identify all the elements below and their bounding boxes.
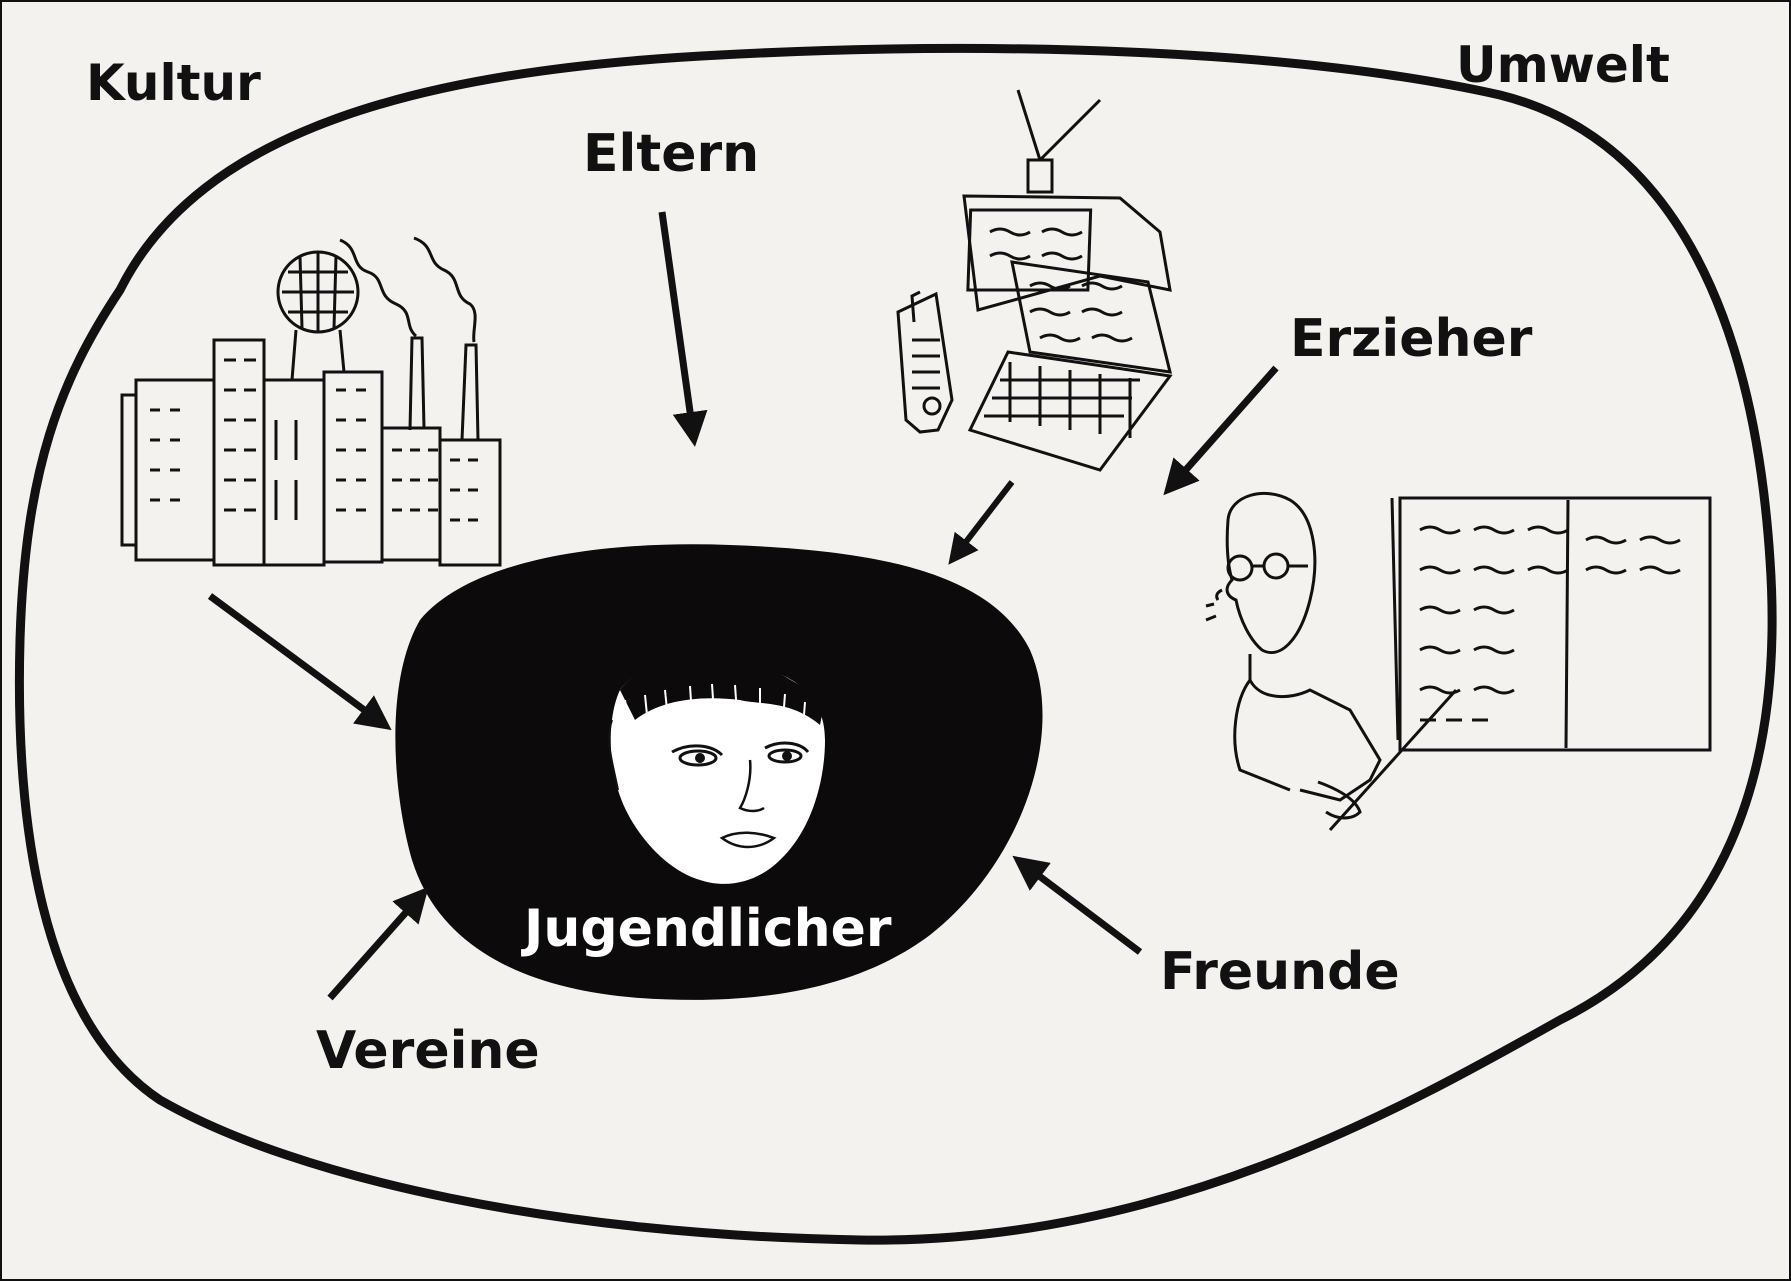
label-umwelt: Umwelt (1456, 36, 1670, 94)
label-erzieher: Erzieher (1290, 309, 1533, 369)
teacher-board-icon (1205, 491, 1712, 832)
arrow-kultur (207, 593, 392, 731)
arrow-vereine (327, 886, 429, 1001)
girl-face-icon (608, 657, 825, 884)
label-vereine: Vereine (316, 1021, 540, 1081)
environment-outline (14, 44, 1777, 1245)
label-freunde: Freunde (1160, 942, 1400, 1002)
city-factory-icon (120, 236, 502, 567)
label-eltern: Eltern (583, 124, 760, 184)
label-jugendlicher: Jugendlicher (524, 899, 892, 959)
arrow-eltern (658, 211, 708, 447)
arrow-media (948, 480, 1015, 565)
arrow-freunde (1012, 855, 1143, 955)
label-kultur: Kultur (86, 54, 261, 112)
tv-laptop-phone-icon (896, 89, 1173, 472)
arrow-erzieher (1163, 365, 1279, 496)
